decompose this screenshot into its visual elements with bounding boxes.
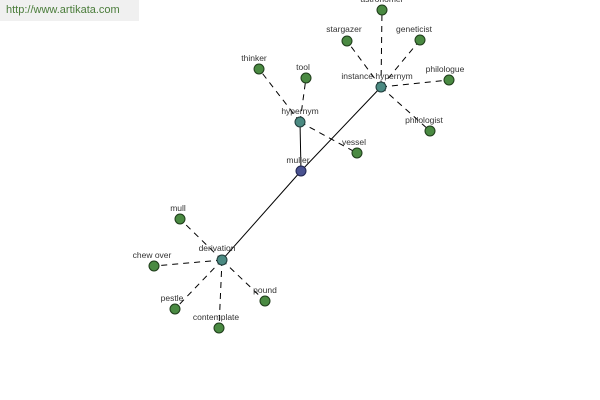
hypernym-edges	[258, 68, 358, 154]
node-vessel[interactable]	[351, 147, 363, 159]
label-stargazer: stargazer	[326, 24, 362, 34]
label-philologue: philologue	[426, 64, 465, 74]
node-instance-hypernym[interactable]	[375, 81, 387, 93]
edge-muller-derivation	[221, 170, 302, 261]
label-astronomer: astronomer	[361, 0, 404, 4]
node-tool[interactable]	[300, 72, 312, 84]
node-chew-over[interactable]	[148, 260, 160, 272]
label-muller: muller	[286, 155, 309, 165]
node-philologist[interactable]	[424, 125, 436, 137]
node-hypernym[interactable]	[294, 116, 306, 128]
label-pestle: pestle	[161, 293, 184, 303]
label-chew-over: chew over	[133, 250, 172, 260]
node-geneticist[interactable]	[414, 34, 426, 46]
edge-muller-hypernym	[299, 121, 302, 172]
label-instance-hypernym: instance hypernym	[341, 71, 412, 81]
label-contemplate: contemplate	[193, 312, 240, 322]
node-stargazer[interactable]	[341, 35, 353, 47]
node-contemplate[interactable]	[213, 322, 225, 334]
derivation-edges	[153, 218, 266, 329]
node-thinker[interactable]	[253, 63, 265, 75]
node-pound[interactable]	[259, 295, 271, 307]
label-thinker: thinker	[241, 53, 267, 63]
node-muller[interactable]	[295, 165, 307, 177]
label-derivation: derivation	[199, 243, 236, 253]
label-tool: tool	[296, 62, 310, 72]
node-pestle[interactable]	[169, 303, 181, 315]
node-derivation[interactable]	[216, 254, 228, 266]
instance-hypernym-edges	[346, 9, 450, 132]
node-mull[interactable]	[174, 213, 186, 225]
node-philologue[interactable]	[443, 74, 455, 86]
label-mull: mull	[170, 203, 186, 213]
label-philologist: philologist	[405, 115, 443, 125]
label-pound: pound	[253, 285, 277, 295]
node-astronomer[interactable]	[376, 4, 388, 16]
edge-muller-instance-hypernym	[300, 86, 382, 172]
source-url-banner[interactable]: http://www.artikata.com	[0, 0, 139, 21]
label-vessel: vessel	[342, 137, 366, 147]
label-hypernym: hypernym	[281, 106, 318, 116]
label-geneticist: geneticist	[396, 24, 433, 34]
